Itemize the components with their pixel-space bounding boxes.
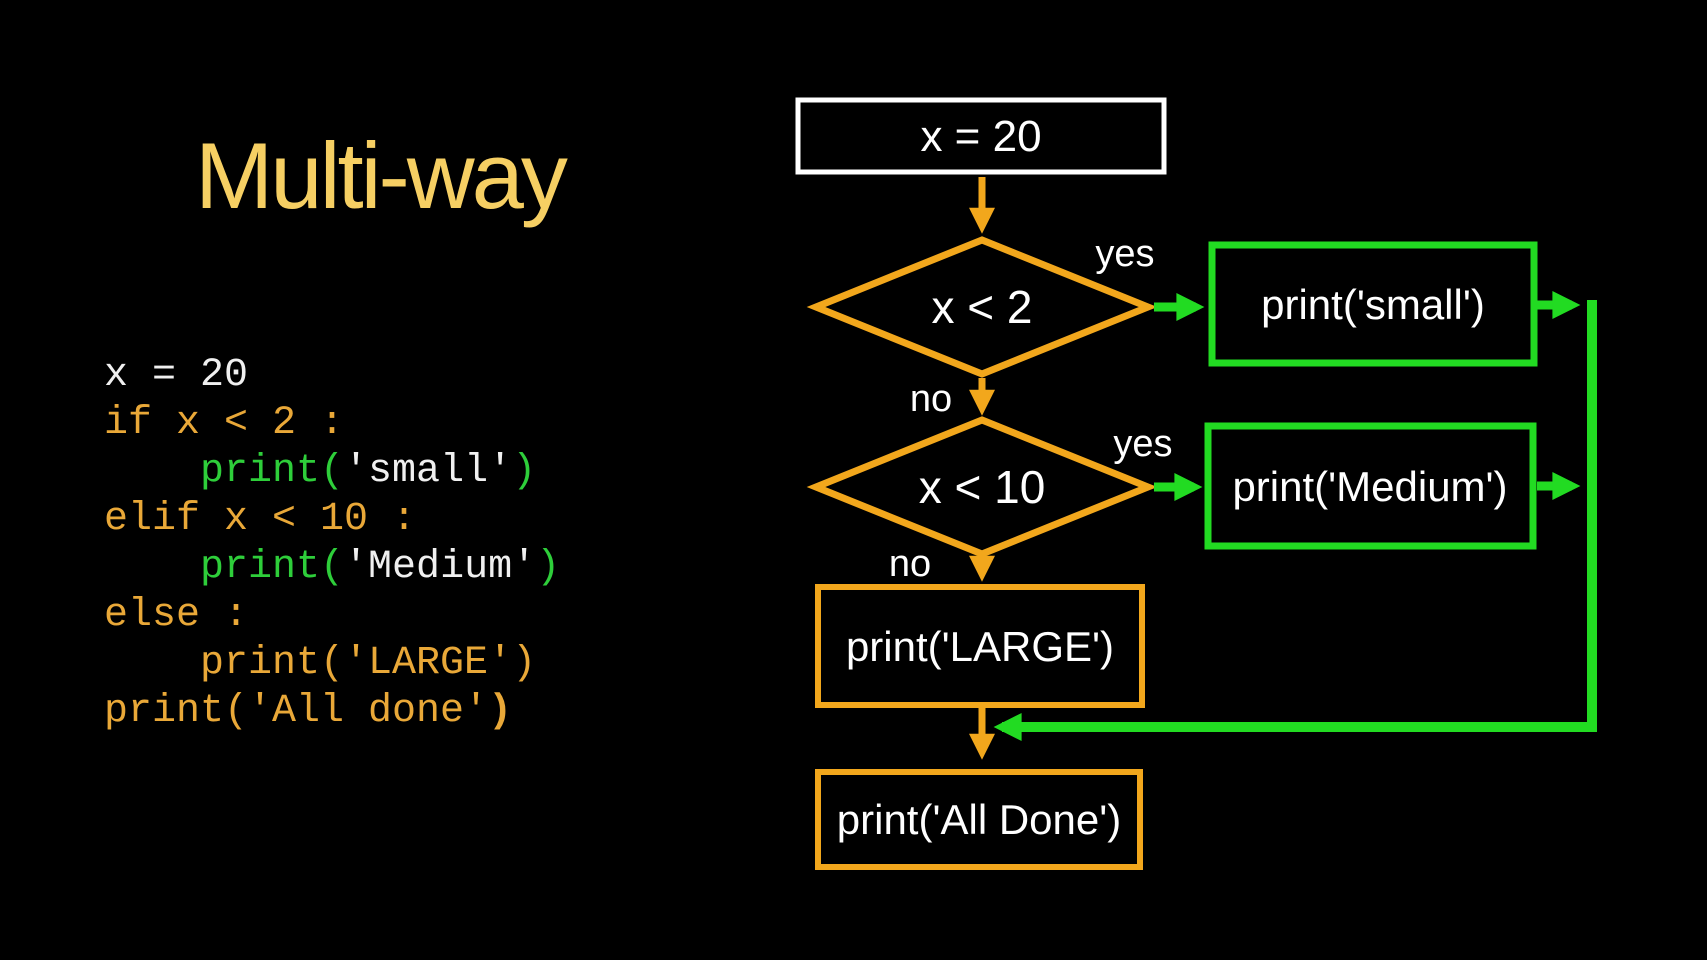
code-segment: )	[512, 449, 537, 494]
code-segment: )	[488, 689, 513, 734]
code-line: print('LARGE')	[104, 640, 560, 688]
decision1-no-label: no	[910, 378, 952, 420]
code-segment: elif x < 10 :	[104, 497, 417, 542]
code-line: print('small')	[104, 448, 560, 496]
slide-title: Multi-way	[195, 123, 568, 228]
decision2-label: x < 10	[919, 461, 1046, 513]
code-line: elif x < 10 :	[104, 496, 560, 544]
print-all-done-box	[815, 769, 1143, 870]
decision1-diamond	[806, 236, 1158, 378]
code-segment: 'small'	[344, 449, 513, 494]
code-segment: x = 20	[104, 353, 249, 398]
code-segment: )	[536, 545, 561, 590]
code-segment: print('LARGE')	[104, 641, 537, 686]
print-large-box	[815, 584, 1145, 708]
code-line: print('All done')	[104, 688, 560, 736]
print-small-box	[1208, 241, 1538, 367]
code-segment: else :	[104, 593, 249, 638]
code-line: print('Medium')	[104, 544, 560, 592]
code-line: x = 20	[104, 352, 560, 400]
code-segment: print('All done'	[104, 689, 489, 734]
code-segment: print(	[200, 545, 345, 590]
print-medium-box	[1204, 422, 1537, 550]
start-node-box	[795, 97, 1167, 175]
code-line: if x < 2 :	[104, 400, 560, 448]
code-segment: print(	[200, 449, 345, 494]
decision2-no-label: no	[889, 543, 931, 585]
code-segment: 'Medium'	[344, 545, 537, 590]
edge-branches-return-to-merge	[993, 300, 1597, 741]
print-large-label: print('LARGE')	[846, 623, 1114, 670]
code-line: else :	[104, 592, 560, 640]
decision1-yes-label: yes	[1095, 233, 1154, 275]
print-medium-label: print('Medium')	[1232, 463, 1507, 510]
decision1-label: x < 2	[931, 281, 1032, 333]
decision2-diamond	[806, 416, 1158, 558]
code-segment: if x < 2 :	[104, 401, 345, 446]
start-node-label: x = 20	[920, 112, 1041, 161]
decision2-yes-label: yes	[1113, 423, 1172, 465]
print-small-label: print('small')	[1261, 281, 1485, 328]
print-all-done-label: print('All Done')	[837, 796, 1121, 843]
